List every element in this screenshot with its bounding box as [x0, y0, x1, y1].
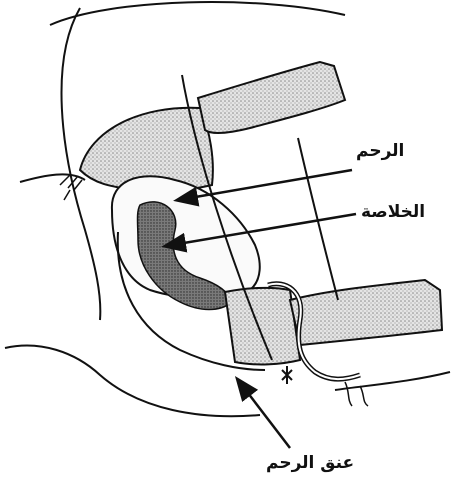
- uterus-label: الرحم: [356, 143, 404, 160]
- cervix-canal: [225, 288, 300, 365]
- speculum-tube: [290, 280, 442, 345]
- knot-mark: [282, 366, 292, 384]
- endometrium-label: الخلاصة: [361, 204, 425, 221]
- body-outline-bottom: [5, 346, 260, 417]
- cervix-label: عنق الرحم: [266, 455, 354, 472]
- cervix-arrow: [238, 380, 290, 448]
- upper-bowel: [198, 62, 345, 133]
- body-outline-top: [50, 2, 345, 25]
